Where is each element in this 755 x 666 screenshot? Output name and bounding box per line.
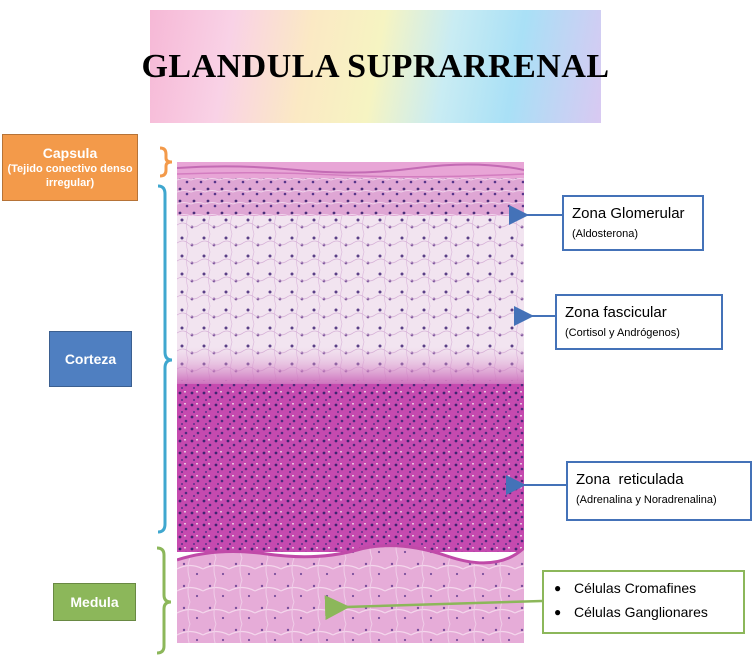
list-item: ● Células Ganglionares <box>554 600 737 624</box>
zona-fascicular-title: Zona fascicular <box>565 304 667 321</box>
capsula-label: Capsula (Tejido conectivo denso irregula… <box>2 134 138 201</box>
corteza-label: Corteza <box>49 331 132 387</box>
micrograph-image <box>177 162 524 643</box>
zona-fascicular-subtitle: (Cortisol y Andrógenos) <box>565 327 680 339</box>
zona-fascicular-label: Zona fascicular (Cortisol y Andrógenos) <box>555 294 723 350</box>
zona-reticulada-label: Zona reticulada (Adrenalina y Noradrenal… <box>566 461 752 521</box>
list-item: ● Células Cromafines <box>554 576 737 600</box>
bullet-icon: ● <box>554 605 562 619</box>
title-banner: GLANDULA SUPRARRENAL <box>141 10 609 123</box>
capsula-title: Capsula <box>42 145 98 161</box>
adrenal-histology-micrograph <box>177 162 524 643</box>
arrow-medula-cells <box>324 595 543 621</box>
zona-reticulada-subtitle: (Adrenalina y Noradrenalina) <box>576 494 717 506</box>
capsula-brace <box>159 146 173 178</box>
zona-glomerular-subtitle: (Aldosterona) <box>572 228 639 240</box>
medula-cells-label: ● Células Cromafines ● Células Gangliona… <box>542 570 745 634</box>
page-title: GLANDULA SUPRARRENAL <box>141 47 610 85</box>
bullet-icon: ● <box>554 581 562 595</box>
medula-brace <box>156 546 172 655</box>
zona-glomerular-title: Zona Glomerular <box>572 205 685 222</box>
zona-glomerular-label: Zona Glomerular (Aldosterona) <box>562 195 704 251</box>
medula-label: Medula <box>53 583 136 621</box>
cell-type-cromafines: Células Cromafines <box>574 580 697 596</box>
capsula-subtitle: (Tejido conectivo denso irregular) <box>7 163 133 189</box>
zona-reticulada-title: Zona reticulada <box>576 471 684 488</box>
cell-type-ganglionares: Células Ganglionares <box>574 604 708 620</box>
corteza-brace <box>157 184 173 534</box>
